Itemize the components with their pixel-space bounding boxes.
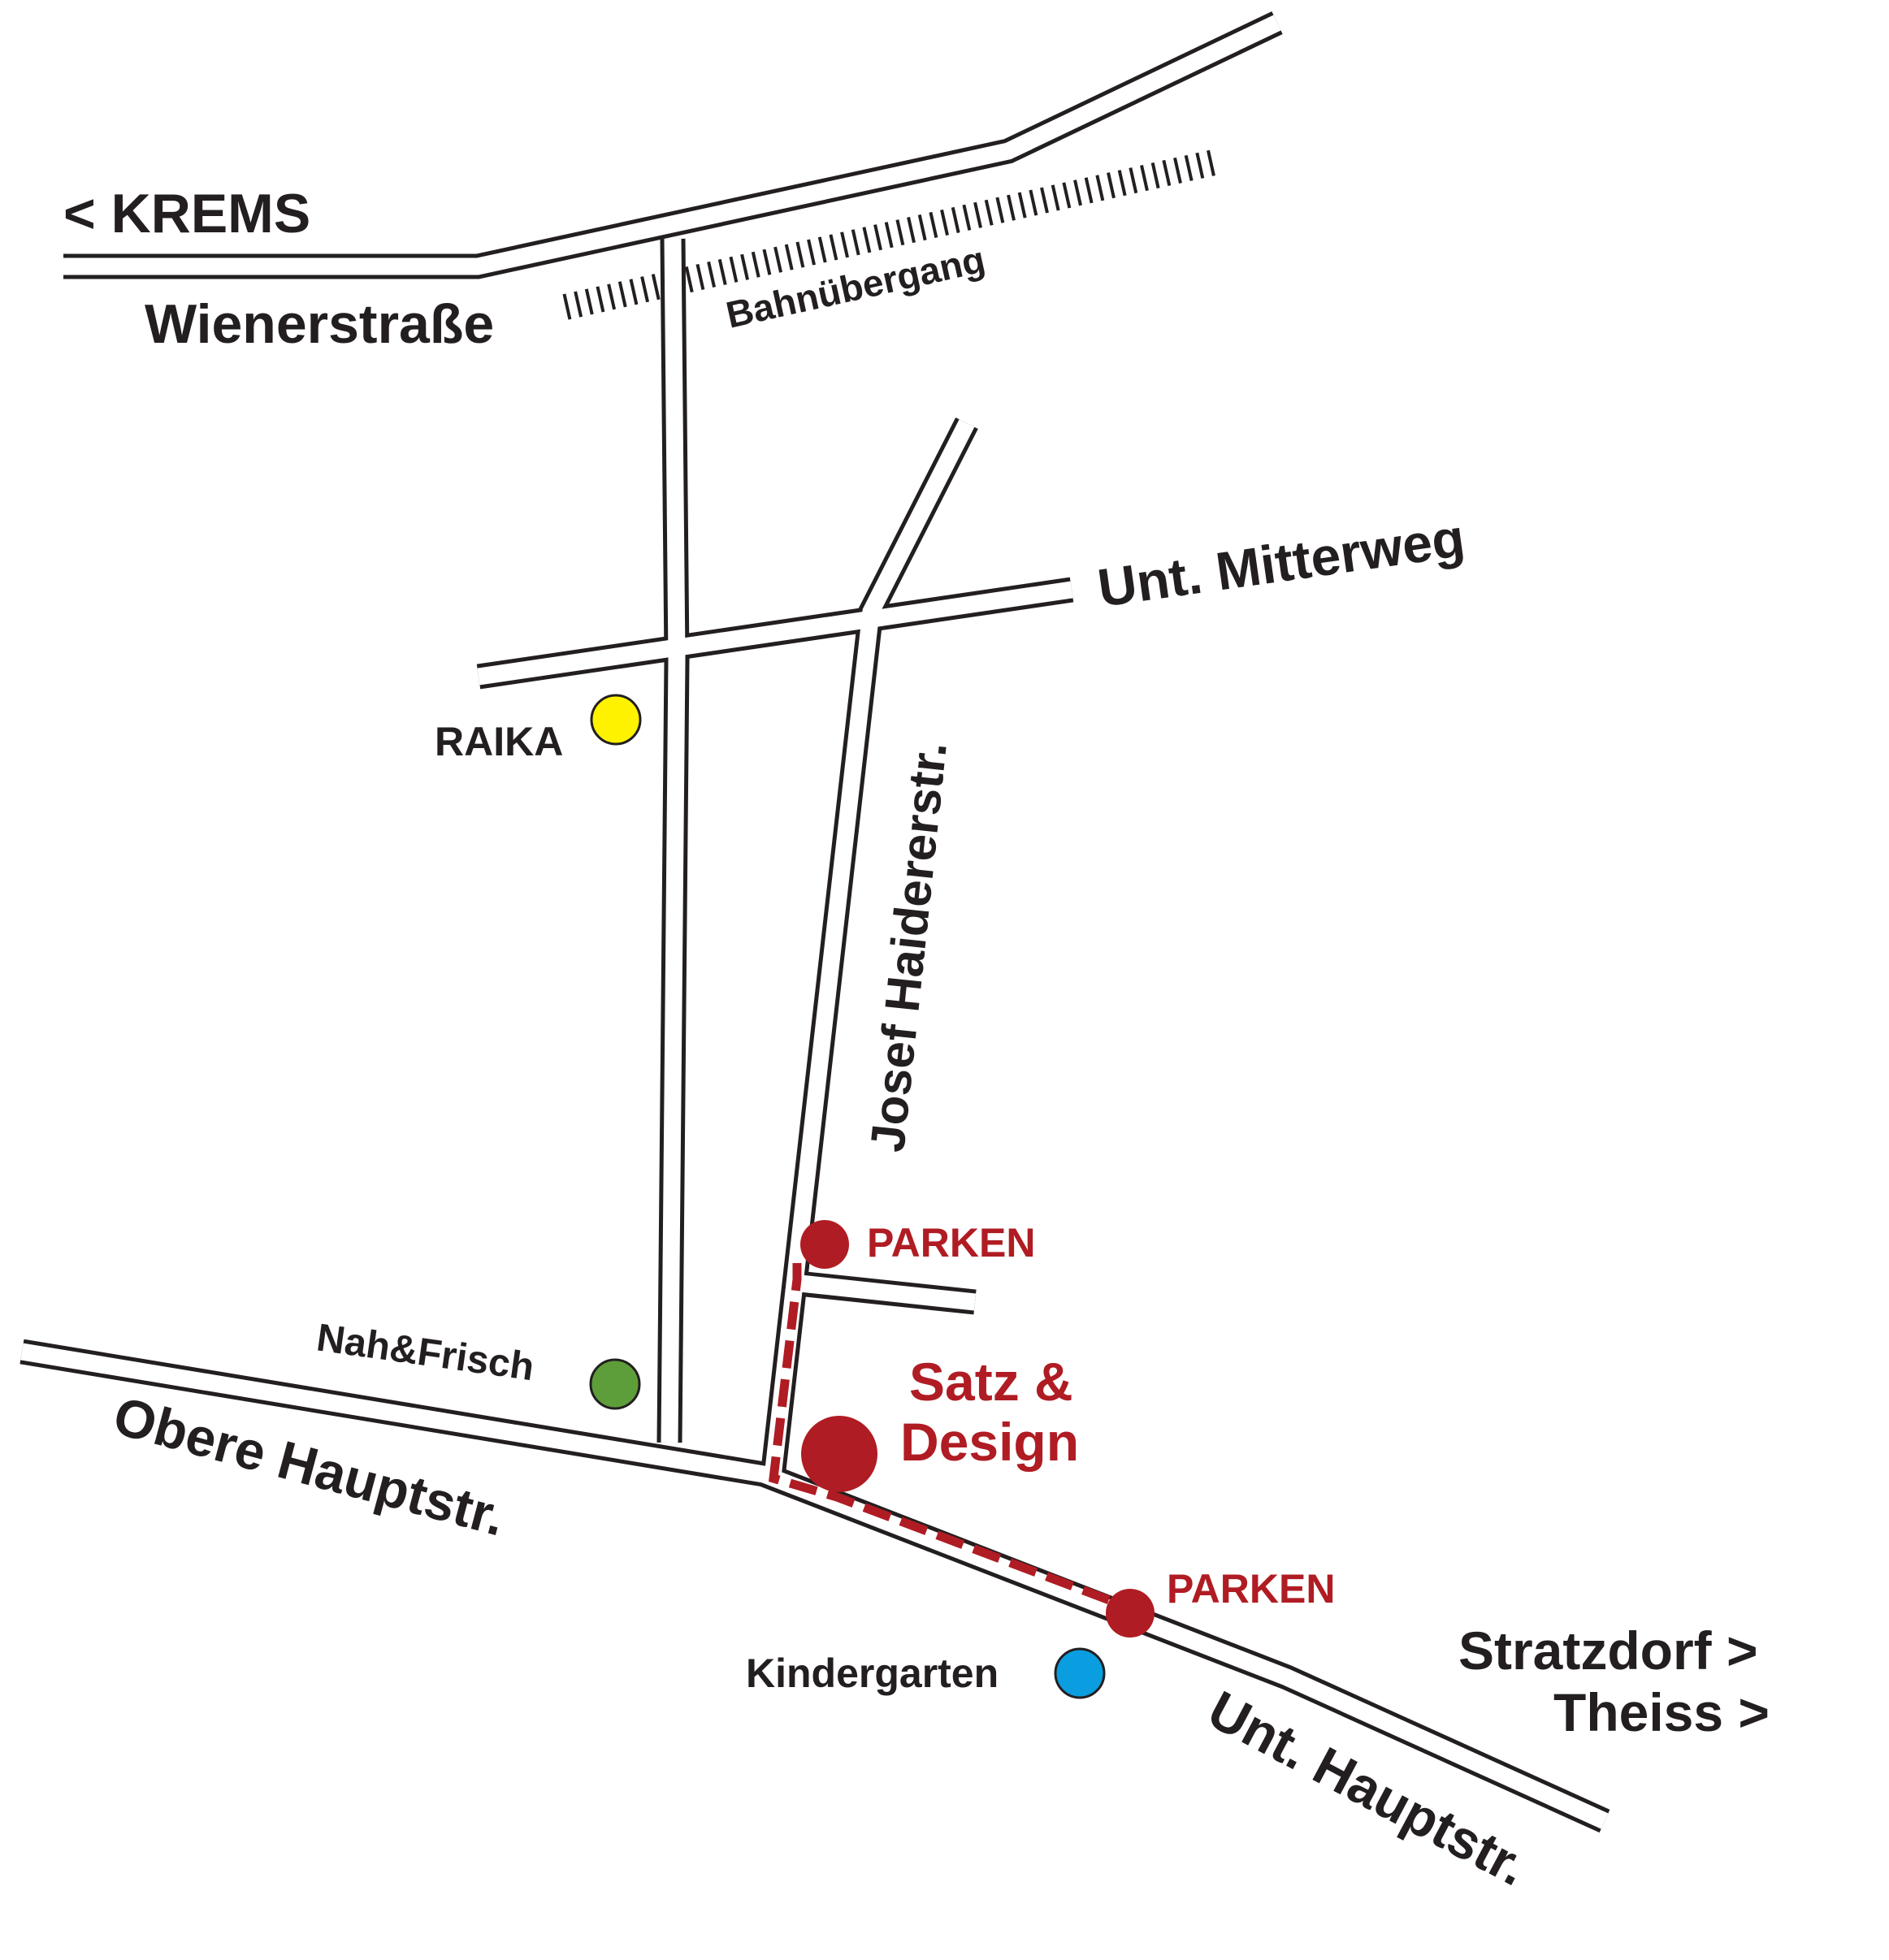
- vertical-road-west-fill: [661, 238, 686, 1443]
- nah-frisch-marker[interactable]: [589, 1358, 641, 1410]
- unt-mitterweg-fill: [477, 581, 1073, 686]
- railway-track: [562, 149, 1217, 320]
- kindergarten-marker[interactable]: [1054, 1647, 1106, 1699]
- hauptstrasse-fill: [20, 1343, 1609, 1829]
- parken-north-marker[interactable]: [800, 1220, 849, 1269]
- stratzdorf-label: Stratzdorf >: [1458, 1620, 1758, 1681]
- krems-label: < KREMS: [63, 183, 310, 244]
- unt-mitterweg-label: Unt. Mitterweg: [1094, 507, 1469, 618]
- josef-haidererstr-road: [759, 417, 978, 1486]
- raika-marker[interactable]: [590, 694, 642, 746]
- parken-south-label: PARKEN: [1167, 1566, 1335, 1612]
- raika-label: RAIKA: [435, 719, 563, 764]
- josef-haidererstr-fill: [763, 419, 975, 1486]
- satz-design-marker[interactable]: [801, 1416, 877, 1492]
- satz-design-line2: Design: [900, 1412, 1079, 1472]
- parken-south-marker[interactable]: [1106, 1589, 1155, 1638]
- bahnuebergang-label: Bahnübergang: [722, 238, 989, 336]
- satz-design-line1: Satz &: [909, 1352, 1073, 1412]
- side-street-parken-fill: [799, 1274, 977, 1311]
- nah-frisch-label: Nah&Frisch: [314, 1316, 536, 1389]
- josef-haidererstr-label: Josef Haidererstr.: [860, 739, 957, 1154]
- theiss-label: Theiss >: [1553, 1682, 1770, 1742]
- route-path: [768, 1263, 1137, 1615]
- wienerstrasse-label: Wienerstraße: [145, 293, 494, 355]
- parken-north-label: PARKEN: [867, 1220, 1035, 1266]
- road-fills: [20, 15, 1609, 1829]
- kindergarten-label: Kindergarten: [746, 1651, 999, 1696]
- wienerstrasse-fill: [63, 15, 1281, 275]
